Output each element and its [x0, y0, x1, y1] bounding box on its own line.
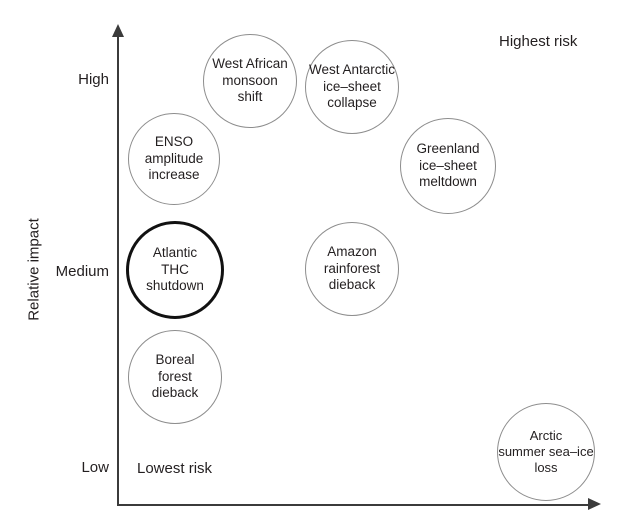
y-tick-low: Low [81, 459, 109, 476]
lowest-risk-note: Lowest risk [137, 460, 213, 477]
bubble-label-greenland-ice-sheet-meltdown: Greenland ice–sheet meltdown [416, 141, 480, 190]
bubble-west-african-monsoon-shift[interactable]: West African monsoon shift [203, 34, 297, 128]
bubble-greenland-ice-sheet-meltdown[interactable]: Greenland ice–sheet meltdown [400, 118, 496, 214]
bubble-label-west-antarctic-ice-sheet-collapse: West Antarctic ice–sheet collapse [308, 62, 396, 111]
bubble-label-enso-amplitude-increase: ENSO amplitude increase [144, 134, 204, 183]
bubble-label-atlantic-thc-shutdown: Atlantic THC shutdown [146, 245, 204, 294]
bubble-enso-amplitude-increase[interactable]: ENSO amplitude increase [128, 113, 220, 205]
bubble-amazon-rainforest-dieback[interactable]: Amazon rainforest dieback [305, 222, 399, 316]
bubble-label-west-african-monsoon-shift: West African monsoon shift [212, 56, 288, 105]
bubble-boreal-forest-dieback[interactable]: Boreal forest dieback [128, 330, 222, 424]
bubble-label-arctic-summer-sea-ice-loss: Arctic summer sea–ice loss [498, 428, 594, 475]
y-axis-arrow-icon [112, 24, 124, 37]
highest-risk-note: Highest risk [499, 33, 578, 50]
x-axis-arrow-icon [588, 498, 601, 510]
bubble-arctic-summer-sea-ice-loss[interactable]: Arctic summer sea–ice loss [497, 403, 595, 501]
x-axis-line [117, 504, 594, 506]
y-tick-high: High [78, 71, 109, 88]
y-axis-line [117, 34, 119, 506]
y-tick-medium: Medium [55, 263, 109, 280]
bubble-label-amazon-rainforest-dieback: Amazon rainforest dieback [323, 244, 381, 293]
bubble-atlantic-thc-shutdown[interactable]: Atlantic THC shutdown [126, 221, 224, 319]
bubble-label-boreal-forest-dieback: Boreal forest dieback [151, 352, 199, 401]
bubble-west-antarctic-ice-sheet-collapse[interactable]: West Antarctic ice–sheet collapse [305, 40, 399, 134]
